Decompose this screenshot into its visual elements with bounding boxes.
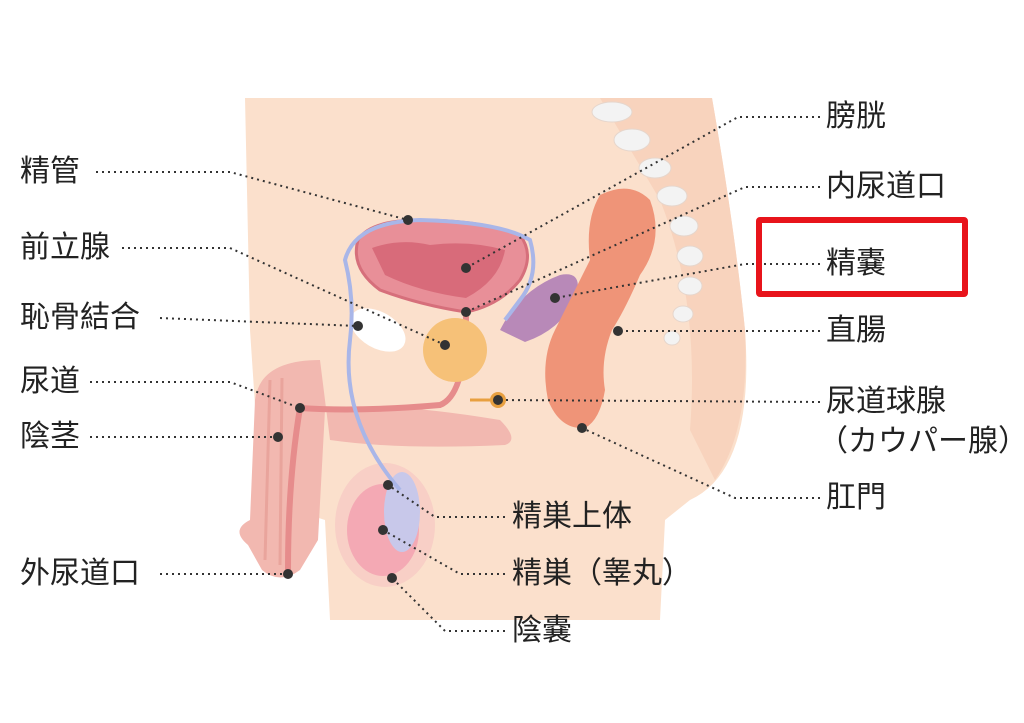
leader-lines [90,116,821,632]
label-cowper-gland: （カウパー腺） [818,424,1024,459]
dot-inno [387,573,397,583]
dot-seino [550,293,560,303]
label-vas-deferens: 精管 [20,154,80,189]
rectum-shape [545,188,656,429]
leader-zenritsusen [122,247,446,346]
dot-nainyodoko [461,307,471,317]
highlight-box [756,217,968,297]
leader-boko [465,116,820,269]
label-rectum: 直腸 [826,313,886,348]
label-bulbourethral-gland: 尿道球腺 [826,384,946,419]
label-scrotum: 陰嚢 [512,613,572,648]
dot-nyodo [295,403,305,413]
bladder-inner [372,242,505,298]
epididymis-shape [384,472,420,552]
dot-seiso [378,525,388,535]
leader-dots [273,215,623,583]
leader-komon [581,427,820,499]
label-bladder: 膀胱 [826,99,886,134]
vas-deferens [342,217,536,492]
prostate-shape [423,318,487,382]
dot-zenritsusen [440,340,450,350]
label-anus: 肛門 [826,480,886,515]
penis-stripes [263,377,284,566]
leader-seikan [96,171,409,221]
label-epididymis: 精巣上体 [512,499,632,534]
label-external-urethral-orifice: 外尿道口 [20,556,140,591]
label-penis: 陰茎 [20,419,80,454]
back-skin [600,98,746,480]
dot-gainyodoko [283,569,293,579]
label-prostate: 前立腺 [20,230,110,265]
dot-komon [577,423,587,433]
label-internal-urethral-orifice: 内尿道口 [826,169,946,204]
penis-shape [239,360,512,578]
leader-nainyodoko [465,186,820,313]
seminal-vesicle-shape [500,274,578,342]
leader-nyodo [90,381,301,409]
spine [591,101,704,346]
label-testis: 精巣（睾丸） [512,556,692,591]
pubic-bone [350,308,406,352]
label-pubic-symphysis: 恥骨結合 [20,300,140,335]
leader-seino [554,263,820,299]
dot-boko [461,263,471,273]
label-urethra: 尿道 [20,364,80,399]
dot-seikan [403,215,413,225]
dot-inkei [273,432,283,442]
dot-nyodokyusen [493,395,503,405]
dot-chikotsu [353,321,363,331]
label-seminal-vesicle: 精嚢 [826,246,886,281]
leader-inno [391,577,505,632]
dot-seisojotai [383,480,393,490]
dot-chokucho [613,326,623,336]
